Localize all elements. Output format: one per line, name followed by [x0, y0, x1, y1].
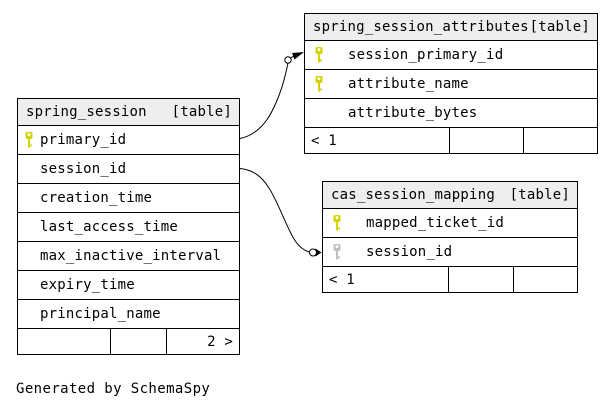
related-tables-indicator[interactable]: < 1: [305, 128, 450, 153]
column-name: session_primary_id: [348, 47, 504, 63]
footer-cell: [514, 267, 577, 292]
column-name: attribute_bytes: [348, 105, 478, 121]
column-name: principal_name: [40, 306, 161, 322]
table-footer: < 1: [305, 128, 597, 153]
primary-key-icon: [24, 131, 40, 149]
column-name: attribute_name: [348, 76, 469, 92]
arrowhead-icon: [292, 52, 304, 60]
table-type-badge: [table]: [509, 187, 570, 203]
footer-cell: [18, 329, 111, 354]
column-name: session_id: [366, 244, 453, 260]
table-spring_session: spring_session [table] primary_id sessio…: [17, 98, 240, 355]
foreign-key-icon: [332, 243, 366, 261]
column-name: last_access_time: [40, 219, 179, 235]
column-row[interactable]: last_access_time: [18, 213, 239, 242]
column-row[interactable]: attribute_name: [305, 70, 597, 99]
column-name: max_inactive_interval: [40, 248, 222, 264]
column-row[interactable]: primary_id: [18, 126, 239, 155]
table-name[interactable]: spring_session: [26, 104, 147, 120]
column-row[interactable]: max_inactive_interval: [18, 242, 239, 271]
table-header[interactable]: spring_session [table]: [18, 99, 239, 126]
footer-cell: [524, 128, 597, 153]
column-row[interactable]: attribute_bytes: [305, 99, 597, 128]
column-name: mapped_ticket_id: [366, 215, 505, 231]
related-tables-indicator[interactable]: < 1: [323, 267, 449, 292]
column-row[interactable]: principal_name: [18, 300, 239, 329]
table-name[interactable]: cas_session_mapping: [331, 187, 495, 203]
table-header[interactable]: cas_session_mapping [table]: [323, 182, 577, 209]
table-cas_session_mapping: cas_session_mapping [table] mapped_ticke…: [322, 181, 578, 293]
table-type-badge: [table]: [529, 19, 590, 35]
relationship-spring_session-to-spring_session_attributes: [239, 52, 304, 139]
column-row[interactable]: session_id: [323, 238, 577, 267]
schemaspy-credit: Generated by SchemaSpy: [16, 381, 211, 397]
footer-cell: [111, 329, 167, 354]
relationship-spring_session-to-cas_session_mapping: [239, 168, 322, 257]
circle-terminator-icon: [309, 248, 317, 257]
column-name: session_id: [40, 161, 127, 177]
footer-cell: [450, 128, 524, 153]
column-row[interactable]: expiry_time: [18, 271, 239, 300]
column-name: expiry_time: [40, 277, 135, 293]
circle-terminator-icon: [284, 56, 292, 64]
table-type-badge: [table]: [171, 104, 232, 120]
column-name: primary_id: [40, 132, 127, 148]
primary-key-icon: [314, 75, 348, 93]
column-row[interactable]: session_id: [18, 155, 239, 184]
footer-cell: [449, 267, 514, 292]
table-spring_session_attributes: spring_session_attributes [table] sessio…: [304, 13, 598, 154]
table-name[interactable]: spring_session_attributes: [313, 19, 529, 35]
column-row[interactable]: session_primary_id: [305, 41, 597, 70]
table-footer: 2 >: [18, 329, 239, 354]
table-footer: < 1: [323, 267, 577, 292]
column-name: creation_time: [40, 190, 153, 206]
primary-key-icon: [332, 214, 366, 232]
column-row[interactable]: creation_time: [18, 184, 239, 213]
primary-key-icon: [314, 46, 348, 64]
table-header[interactable]: spring_session_attributes [table]: [305, 14, 597, 41]
more-columns-indicator[interactable]: 2 >: [207, 333, 233, 350]
column-row[interactable]: mapped_ticket_id: [323, 209, 577, 238]
arrowhead-icon: [315, 248, 322, 257]
